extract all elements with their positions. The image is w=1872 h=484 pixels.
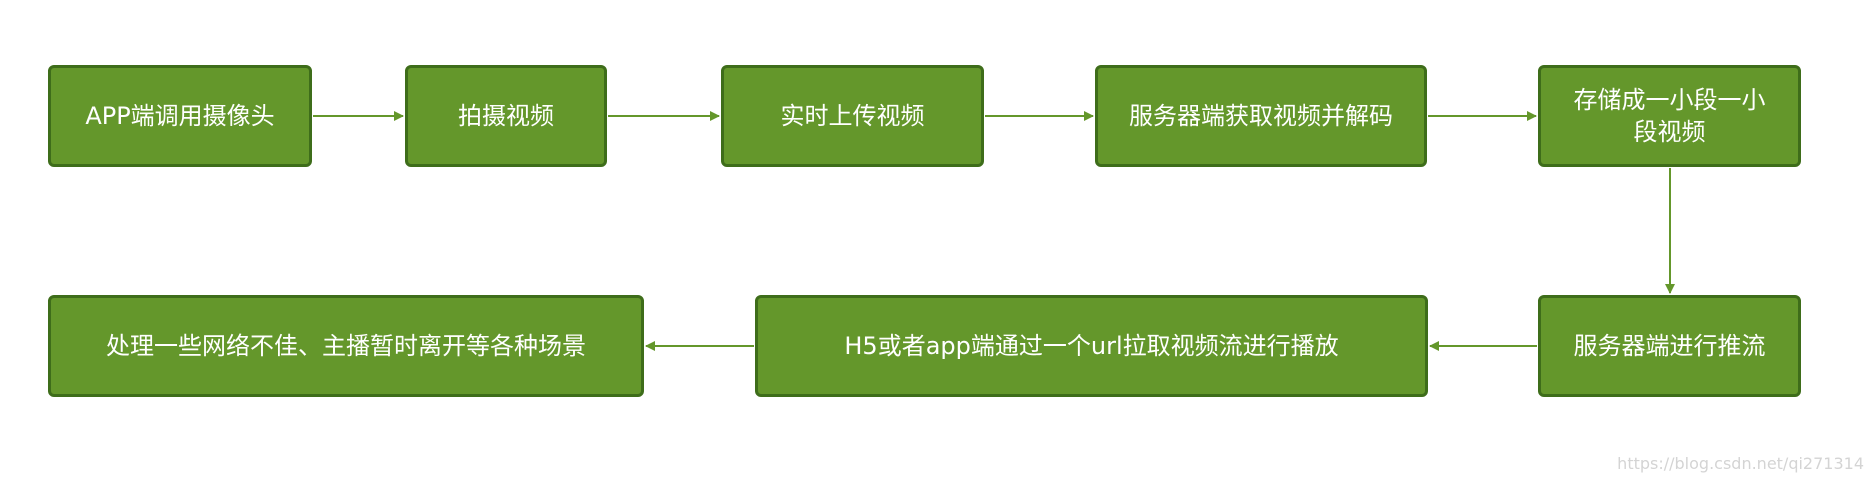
node-upload-video: 实时上传视频 — [721, 65, 984, 167]
watermark: https://blog.csdn.net/qi271314 — [1617, 454, 1864, 473]
node-label: H5或者app端通过一个url拉取视频流进行播放 — [844, 332, 1339, 360]
node-handle-scenarios: 处理一些网络不佳、主播暂时离开等各种场景 — [48, 295, 644, 397]
node-client-pull-play: H5或者app端通过一个url拉取视频流进行播放 — [755, 295, 1428, 397]
node-label: 处理一些网络不佳、主播暂时离开等各种场景 — [106, 332, 586, 360]
node-server-decode: 服务器端获取视频并解码 — [1095, 65, 1427, 167]
node-app-camera: APP端调用摄像头 — [48, 65, 312, 167]
node-server-push-stream: 服务器端进行推流 — [1538, 295, 1801, 397]
node-store-segments: 存储成一小段一小 段视频 — [1538, 65, 1801, 167]
node-record-video: 拍摄视频 — [405, 65, 607, 167]
node-label: 服务器端获取视频并解码 — [1129, 102, 1393, 130]
node-label-line1: 存储成一小段一小 — [1573, 86, 1766, 114]
node-label: 实时上传视频 — [780, 102, 925, 130]
node-label: 服务器端进行推流 — [1573, 332, 1766, 360]
node-label-line2: 段视频 — [1633, 118, 1706, 146]
node-label: 存储成一小段一小 段视频 — [1574, 84, 1766, 148]
node-label: 拍摄视频 — [458, 102, 554, 130]
node-label: APP端调用摄像头 — [85, 102, 275, 130]
